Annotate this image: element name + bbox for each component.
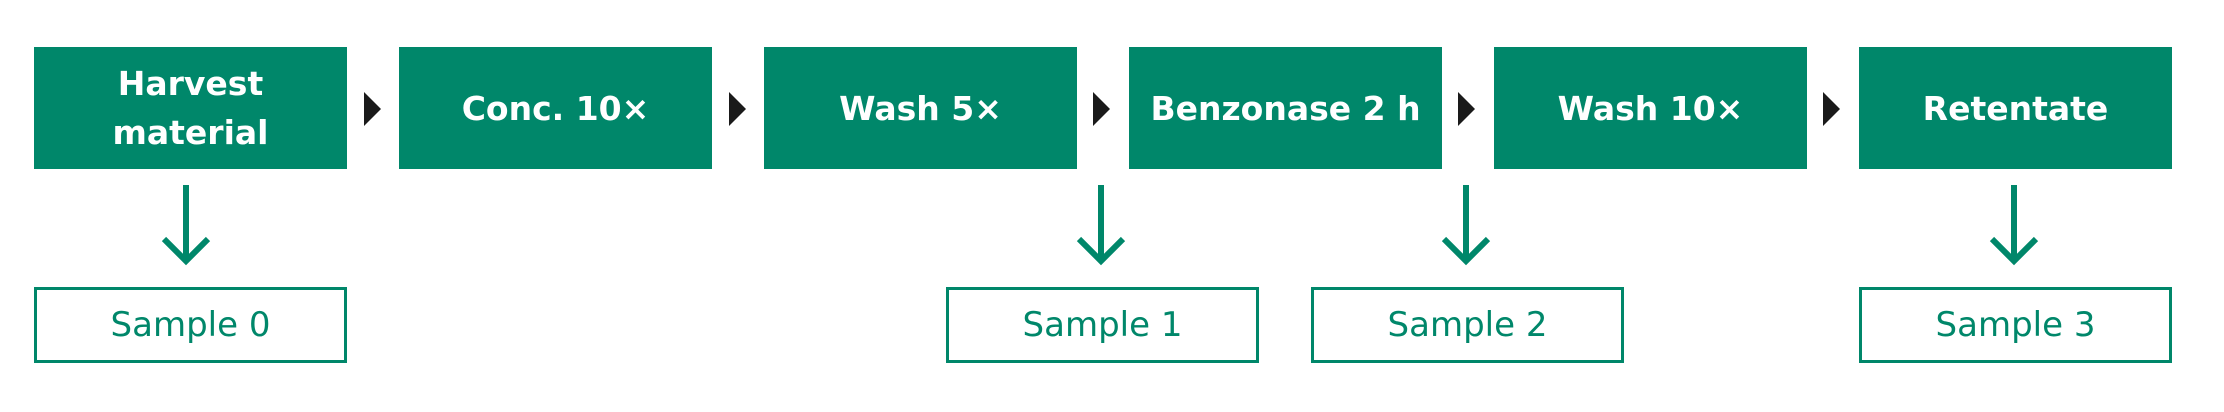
step-label: Conc. 10× (461, 88, 650, 128)
step-label: Benzonase 2 h (1150, 88, 1421, 128)
sample-label: Sample 1 (1022, 305, 1183, 345)
sample-label: Sample 3 (1935, 305, 2096, 345)
chevron-right-icon (1093, 92, 1110, 126)
step-harvest-material: Harvest material (34, 47, 347, 169)
chevron-right-icon (729, 92, 746, 126)
arrow-down-icon (1989, 185, 2039, 266)
arrow-down-icon (1076, 185, 1126, 266)
step-benzonase: Benzonase 2 h (1129, 47, 1442, 169)
step-wash-10x: Wash 10× (1494, 47, 1807, 169)
chevron-right-icon (1823, 92, 1840, 126)
step-label: Harvest material (112, 64, 269, 152)
step-label: Wash 10× (1557, 88, 1744, 128)
step-label: Wash 5× (839, 88, 1002, 128)
sample-box-3: Sample 3 (1859, 287, 2172, 363)
sample-box-0: Sample 0 (34, 287, 347, 363)
arrow-down-icon (161, 185, 211, 266)
arrow-down-icon (1441, 185, 1491, 266)
sample-box-2: Sample 2 (1311, 287, 1624, 363)
step-retentate: Retentate (1859, 47, 2172, 169)
sample-box-1: Sample 1 (946, 287, 1259, 363)
sample-label: Sample 0 (110, 305, 271, 345)
chevron-right-icon (364, 92, 381, 126)
chevron-right-icon (1458, 92, 1475, 126)
step-label: Retentate (1922, 88, 2109, 128)
step-wash-5x: Wash 5× (764, 47, 1077, 169)
step-concentrate: Conc. 10× (399, 47, 712, 169)
sample-label: Sample 2 (1387, 305, 1548, 345)
